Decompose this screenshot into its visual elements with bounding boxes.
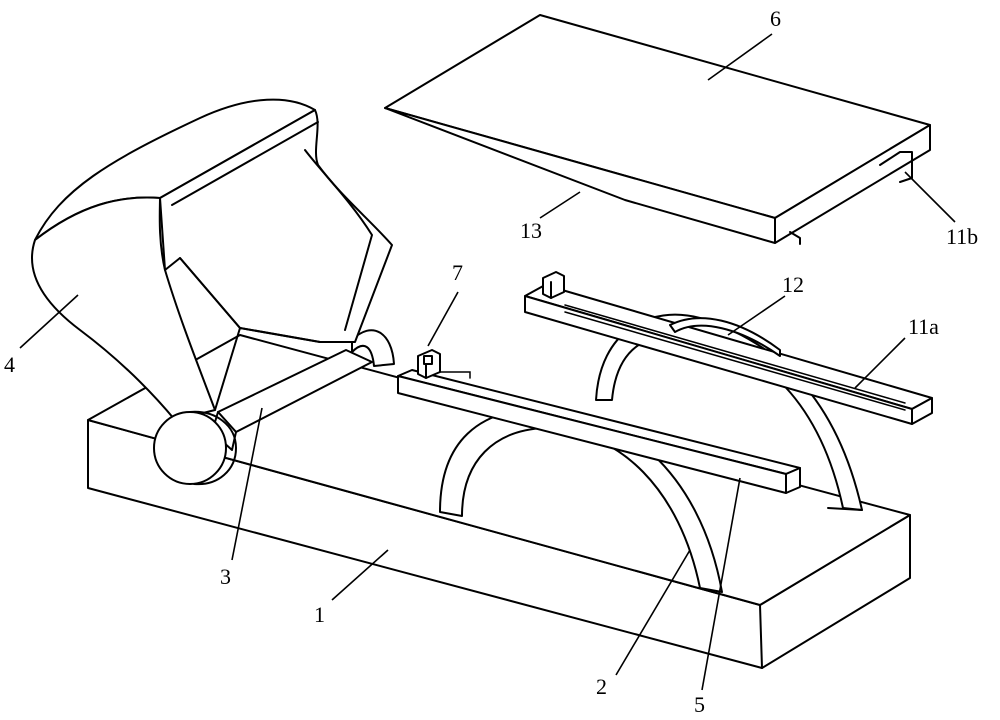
label-12: 12 (782, 272, 804, 297)
label-11a: 11a (908, 314, 939, 339)
label-3: 3 (220, 564, 231, 589)
label-11b: 11b (946, 224, 978, 249)
label-13: 13 (520, 218, 542, 243)
label-7: 7 (452, 260, 463, 285)
label-2: 2 (596, 674, 607, 699)
clip-part (418, 350, 440, 378)
label-4: 4 (4, 352, 15, 377)
label-6: 6 (770, 6, 781, 31)
side-rail (525, 285, 932, 424)
rail-clip (543, 272, 564, 298)
label-1: 1 (314, 602, 325, 627)
top-cover (385, 15, 930, 244)
label-5: 5 (694, 692, 705, 717)
